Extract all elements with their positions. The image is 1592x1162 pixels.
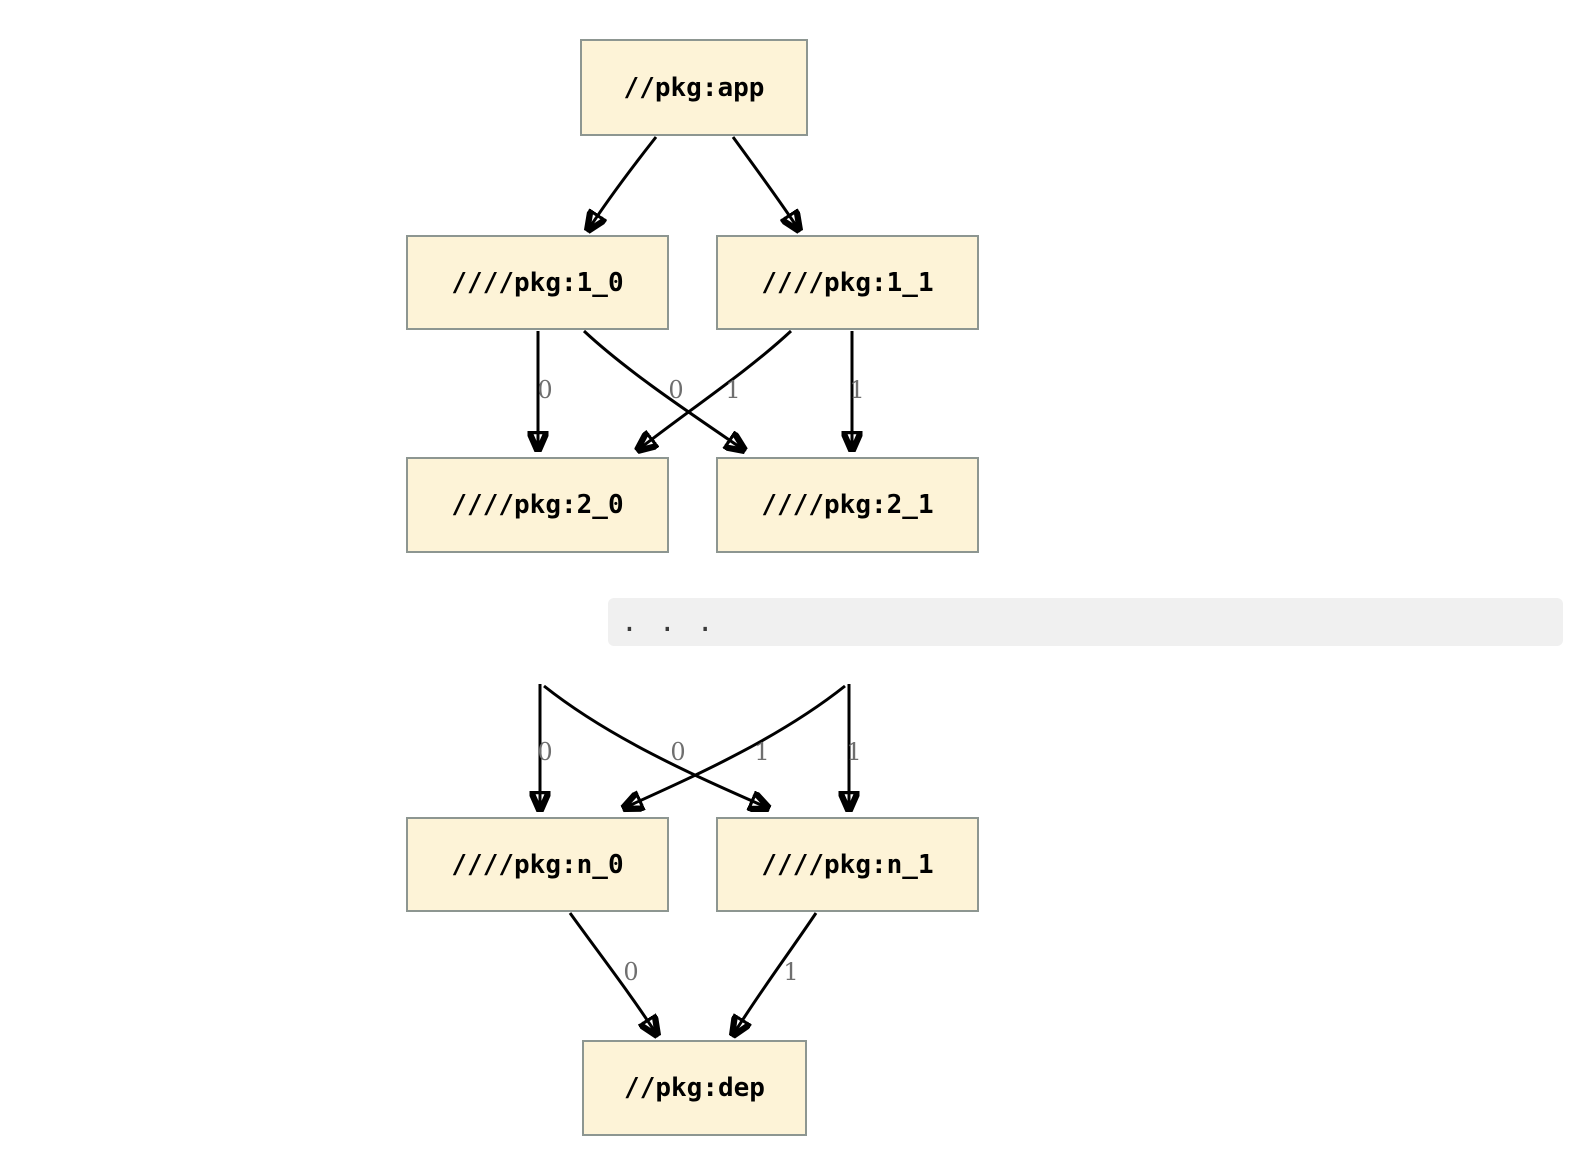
ellipsis-dots: ... <box>621 605 735 638</box>
node-pkg-2-0-label: ////pkg:2_0 <box>451 490 624 520</box>
node-pkg-n-0-label: ////pkg:n_0 <box>451 849 624 880</box>
node-pkg-dep: //pkg:dep <box>582 1040 807 1136</box>
edge-label-prev-to-n-0-direct: 0 <box>537 738 553 766</box>
node-pkg-app: //pkg:app <box>580 39 808 136</box>
edge-1-1-to-2-0 <box>638 329 793 450</box>
node-pkg-1-1: ////pkg:1_1 <box>716 235 979 330</box>
node-pkg-n-0: ////pkg:n_0 <box>406 817 669 912</box>
node-pkg-1-1-label: ////pkg:1_1 <box>761 267 934 298</box>
node-pkg-2-0: ////pkg:2_0 <box>406 457 669 553</box>
node-pkg-n-1-label: ////pkg:n_1 <box>761 849 934 880</box>
node-pkg-app-label: //pkg:app <box>623 72 765 103</box>
node-pkg-2-1-label: ////pkg:2_1 <box>761 490 934 520</box>
edge-n-0-to-dep <box>568 912 657 1035</box>
node-pkg-1-0-label: ////pkg:1_0 <box>451 267 624 298</box>
edge-app-to-1-1 <box>731 136 799 230</box>
edge-n-1-to-dep <box>733 912 818 1035</box>
edge-label-prev-to-n-0-cross: 0 <box>670 738 686 766</box>
node-pkg-1-0: ////pkg:1_0 <box>406 235 669 330</box>
edge-app-to-1-0 <box>588 136 658 230</box>
edge-1-0-to-2-1 <box>582 329 744 450</box>
node-pkg-n-1: ////pkg:n_1 <box>716 817 979 912</box>
edge-label-1-1-to-2-1: 1 <box>849 376 865 404</box>
edge-label-n-0-to-dep: 0 <box>623 958 639 986</box>
edge-label-1-0-to-2-1: 1 <box>725 376 741 404</box>
node-pkg-2-1: ////pkg:2_1 <box>716 457 979 553</box>
edge-label-1-0-to-2-0: 0 <box>537 376 553 404</box>
edge-prev-to-n-0-cross <box>624 684 846 808</box>
edge-label-n-1-to-dep: 1 <box>783 958 799 986</box>
ellipsis-bar: ... <box>608 598 1563 646</box>
edge-label-prev-to-n-1-direct: 1 <box>846 738 862 766</box>
node-pkg-dep-label: //pkg:dep <box>624 1073 765 1103</box>
edge-label-prev-to-n-1-cross: 1 <box>754 738 770 766</box>
edge-label-1-1-to-2-0: 0 <box>668 376 684 404</box>
edge-prev-to-n-1-cross <box>543 684 768 808</box>
